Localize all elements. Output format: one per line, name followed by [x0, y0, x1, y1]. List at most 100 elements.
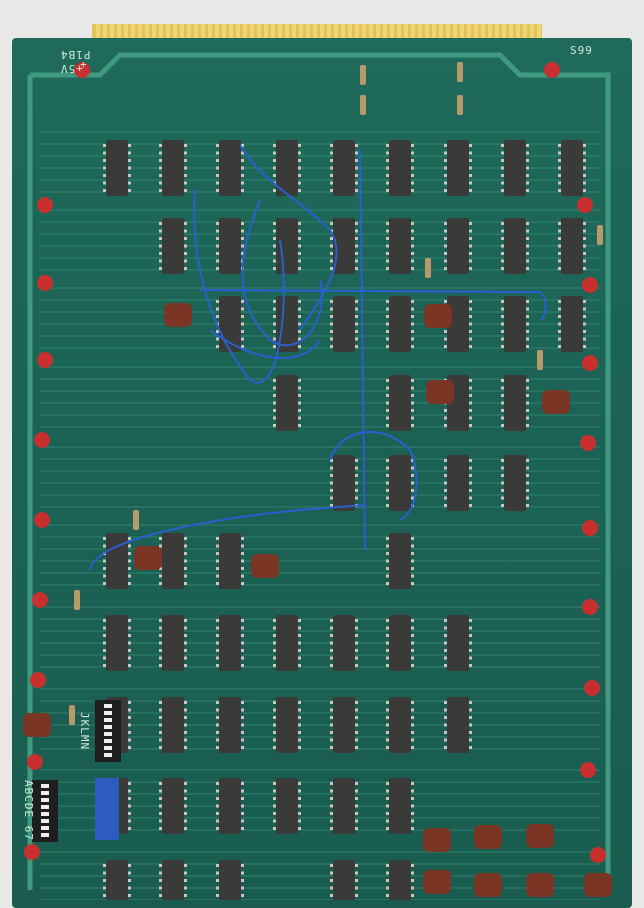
- ic-pin: [355, 244, 358, 248]
- ic-pin: [526, 481, 529, 485]
- ic-pin: [386, 379, 389, 382]
- ic-pin: [216, 259, 219, 263]
- ic-pin: [216, 330, 219, 333]
- ic-pin: [159, 731, 162, 734]
- ic-pin: [355, 701, 358, 704]
- ic-pin: [386, 656, 389, 660]
- ic-pin: [159, 827, 162, 830]
- ic-pin: [469, 746, 472, 749]
- ic-pin: [386, 723, 389, 727]
- ic-pin: [444, 641, 447, 645]
- ic-pin: [501, 504, 504, 507]
- ic-pin: [444, 504, 447, 507]
- ic-pin: [298, 701, 301, 704]
- ic-pin: [386, 244, 389, 248]
- ic-pin: [558, 267, 561, 270]
- ic-pin: [216, 782, 219, 785]
- ic-pin: [444, 466, 447, 470]
- ic-pin: [386, 664, 389, 667]
- ic-pin: [298, 819, 301, 823]
- ic-pin: [273, 259, 276, 263]
- ic-chip: [447, 140, 469, 196]
- ic-pin: [411, 409, 414, 412]
- ic-pin: [159, 782, 162, 785]
- ic-pin: [444, 489, 447, 492]
- ic-pin: [330, 307, 333, 311]
- ic-chip: [106, 615, 128, 671]
- ic-pin: [526, 496, 529, 500]
- connector-pad: [306, 24, 310, 42]
- connector-pad: [124, 24, 128, 42]
- ic-pin: [298, 237, 301, 240]
- ic-pin: [298, 330, 301, 333]
- ic-pin: [330, 626, 333, 630]
- ic-pin: [298, 181, 301, 185]
- ic-pin: [355, 151, 358, 155]
- ic-pin: [298, 664, 301, 667]
- ic-pin: [103, 537, 106, 540]
- connector-pad: [334, 24, 338, 42]
- ic-pin: [583, 174, 586, 177]
- dip-switch-lever: [41, 812, 49, 816]
- tantalum-capacitor: [590, 847, 606, 863]
- ic-pin: [330, 619, 333, 622]
- ic-pin: [444, 174, 447, 177]
- ic-pin: [411, 619, 414, 622]
- ic-pin: [330, 151, 333, 155]
- ic-pin: [558, 337, 561, 341]
- ic-pin: [184, 819, 187, 823]
- ic-pin: [241, 567, 244, 570]
- ic-pin: [355, 716, 358, 719]
- ic-pin: [241, 871, 244, 875]
- ic-pin: [330, 504, 333, 507]
- ic-pin: [216, 307, 219, 311]
- ic-pin: [386, 222, 389, 225]
- ic-pin: [184, 746, 187, 749]
- connector-pad: [271, 24, 275, 42]
- ic-pin: [128, 746, 131, 749]
- ic-pin: [355, 664, 358, 667]
- ic-pin: [355, 886, 358, 890]
- ic-pin: [386, 886, 389, 890]
- ic-pin: [501, 466, 504, 470]
- ceramic-capacitor: [474, 825, 502, 849]
- resistor: [69, 705, 75, 725]
- connector-pad: [467, 24, 471, 42]
- resistor: [457, 62, 463, 82]
- ic-pin: [411, 544, 414, 548]
- connector-pad: [439, 24, 443, 42]
- ic-pin: [184, 267, 187, 270]
- ic-pin: [411, 345, 414, 348]
- ic-pin: [444, 229, 447, 233]
- ic-pin: [469, 424, 472, 427]
- ic-pin: [411, 151, 414, 155]
- ic-pin: [411, 424, 414, 427]
- ic-pin: [128, 619, 131, 622]
- ic-pin: [159, 252, 162, 255]
- jumper-wire: [239, 144, 338, 331]
- ic-pin: [216, 267, 219, 270]
- ic-pin: [216, 894, 219, 897]
- ic-pin: [273, 300, 276, 303]
- ic-pin: [216, 797, 219, 800]
- ic-chip: [276, 140, 298, 196]
- ic-pin: [386, 474, 389, 477]
- connector-pad: [257, 24, 261, 42]
- ic-pin: [298, 259, 301, 263]
- ic-pin: [184, 879, 187, 882]
- ic-pin: [411, 746, 414, 749]
- ic-pin: [526, 229, 529, 233]
- ic-pin: [159, 894, 162, 897]
- ic-pin: [411, 871, 414, 875]
- dip-switch-lever: [41, 805, 49, 809]
- connector-pad: [152, 24, 156, 42]
- ic-pin: [128, 894, 131, 897]
- ic-pin: [273, 804, 276, 808]
- ic-chip: [219, 140, 241, 196]
- ic-pin: [411, 244, 414, 248]
- ceramic-capacitor: [584, 873, 612, 897]
- ic-pin: [241, 797, 244, 800]
- ic-pin: [273, 174, 276, 177]
- ic-chip: [504, 218, 526, 274]
- jumper-wire: [329, 431, 418, 521]
